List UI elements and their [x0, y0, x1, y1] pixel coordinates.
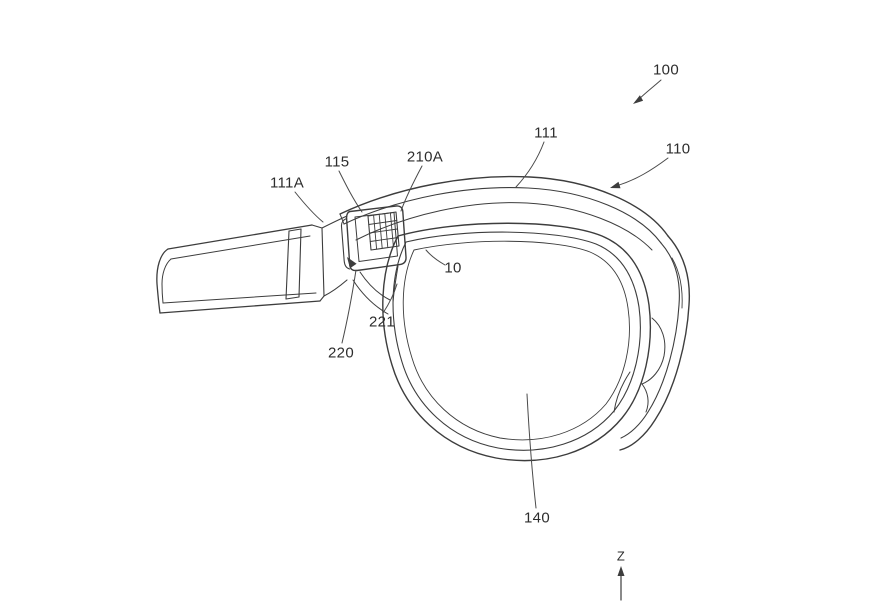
label-110: 110: [665, 140, 691, 158]
hinge-transition: [321, 215, 348, 297]
arrowheads: [347, 95, 644, 269]
label-100: 100: [653, 61, 679, 79]
label-140: 140: [524, 509, 550, 527]
arrowhead-110: [610, 181, 621, 189]
frame-top-band: [339, 175, 669, 251]
label-z-axis: Z: [616, 548, 626, 564]
leader-115: [338, 170, 363, 213]
arrowhead-220: [347, 257, 357, 269]
endpiece-details: [613, 317, 666, 413]
label-115: 115: [324, 153, 350, 171]
module-grille-icon: [367, 211, 400, 251]
temple-arm: [156, 224, 325, 314]
leader-lines: [294, 79, 669, 509]
leader-221: [382, 283, 398, 314]
leader-210A: [400, 165, 423, 212]
leader-110: [615, 157, 669, 187]
label-221: 221: [369, 313, 395, 331]
label-10: 10: [444, 259, 462, 277]
leader-111A: [294, 191, 324, 223]
leader-10: [425, 249, 446, 266]
arrowhead-100: [633, 95, 644, 104]
hinge-detail: [285, 228, 302, 300]
frame-right-edge: [619, 235, 691, 451]
label-111A: 111A: [269, 174, 305, 192]
leader-220: [341, 269, 357, 344]
lens-rim: [382, 222, 652, 462]
label-111: 111: [534, 124, 558, 142]
leader-111: [515, 141, 545, 188]
label-220: 220: [328, 344, 354, 362]
module-underside: [352, 265, 399, 315]
leader-140: [526, 393, 537, 509]
z-axis-indicator: [617, 566, 625, 601]
label-210A: 210A: [406, 148, 444, 166]
